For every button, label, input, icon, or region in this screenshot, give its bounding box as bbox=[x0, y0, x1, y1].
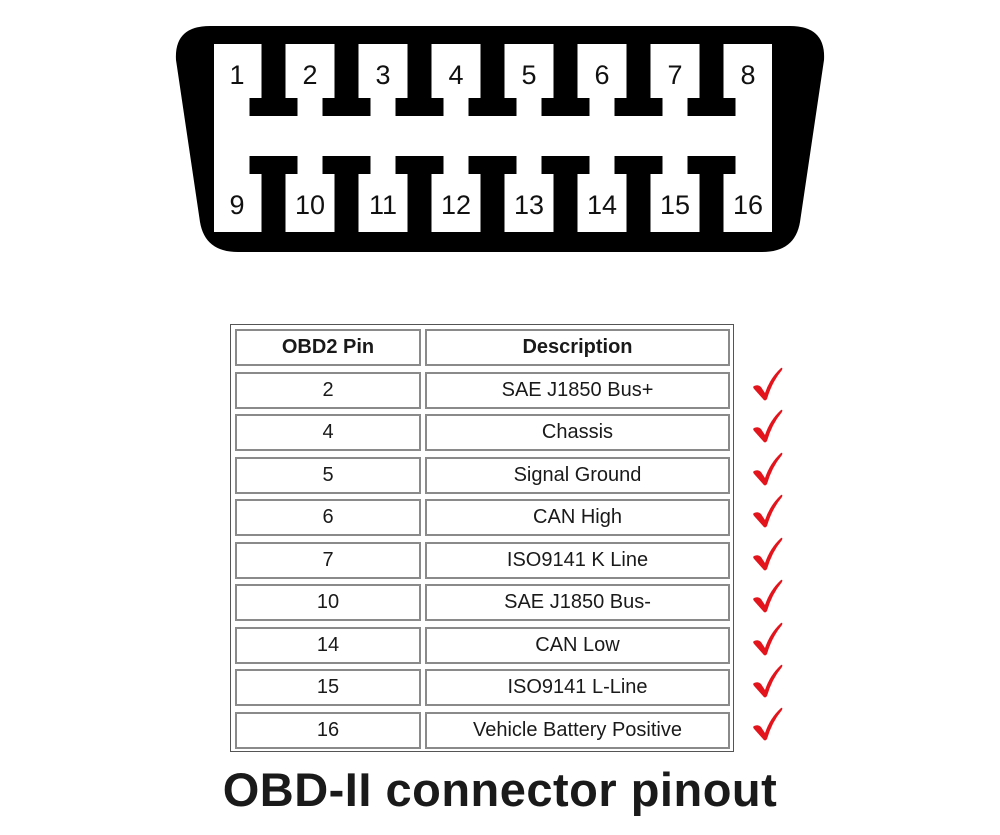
connector-divider-top bbox=[541, 44, 590, 116]
description-cell: Chassis bbox=[425, 414, 730, 451]
connector-pin-blocks bbox=[249, 44, 736, 232]
pin-label-3: 3 bbox=[375, 60, 391, 90]
description-cell: Signal Ground bbox=[425, 456, 730, 494]
pin-label-2: 2 bbox=[302, 60, 318, 90]
pin-label-5: 5 bbox=[521, 60, 537, 90]
pin-label-16: 16 bbox=[732, 190, 764, 220]
connector-divider-bottom bbox=[249, 156, 298, 232]
check-icon bbox=[753, 537, 783, 570]
pin-label-9: 9 bbox=[229, 190, 245, 220]
pin-label-15: 15 bbox=[659, 190, 691, 220]
connector-divider-top bbox=[249, 44, 298, 116]
pin-label-1: 1 bbox=[229, 60, 245, 90]
connector-divider-top bbox=[322, 44, 371, 116]
description-cell: CAN Low bbox=[425, 626, 730, 664]
description-cell: ISO9141 K Line bbox=[425, 541, 730, 579]
pin-cell: 7 bbox=[235, 541, 421, 579]
description-cell: SAE J1850 Bus+ bbox=[425, 371, 730, 409]
pin-cell: 15 bbox=[235, 669, 421, 706]
pin-cell: 4 bbox=[235, 414, 421, 451]
check-icon bbox=[753, 367, 783, 400]
check-icon bbox=[753, 579, 783, 613]
connector-divider-bottom bbox=[541, 156, 590, 232]
connector-divider-top bbox=[687, 44, 736, 116]
page-title: OBD-II connector pinout bbox=[222, 763, 778, 816]
connector-divider-top bbox=[614, 44, 663, 116]
pin-label-8: 8 bbox=[740, 60, 756, 90]
check-icon bbox=[753, 494, 783, 528]
pin-label-13: 13 bbox=[513, 190, 545, 220]
connector-divider-bottom bbox=[322, 156, 371, 232]
pin-label-4: 4 bbox=[448, 60, 464, 90]
pin-cell: 2 bbox=[235, 371, 421, 409]
description-cell: ISO9141 L-Line bbox=[425, 669, 730, 706]
check-icon bbox=[753, 664, 783, 698]
connector-divider-bottom bbox=[614, 156, 663, 232]
header-pin: OBD2 Pin bbox=[235, 329, 421, 366]
table-header-row: OBD2 Pin Description bbox=[231, 329, 733, 366]
pin-cell: 14 bbox=[235, 626, 421, 664]
connector-divider-bottom bbox=[687, 156, 736, 232]
pin-label-10: 10 bbox=[294, 190, 326, 220]
pin-cell: 5 bbox=[235, 456, 421, 494]
pin-cell: 6 bbox=[235, 499, 421, 536]
pin-label-12: 12 bbox=[440, 190, 472, 220]
check-icon bbox=[753, 452, 783, 485]
connector-divider-top bbox=[468, 44, 517, 116]
pin-cell: 16 bbox=[235, 711, 421, 749]
check-icon bbox=[753, 409, 783, 443]
pin-cell: 10 bbox=[235, 584, 421, 621]
obd2-connector-diagram bbox=[175, 26, 825, 252]
check-icon bbox=[753, 622, 783, 655]
pin-label-14: 14 bbox=[586, 190, 618, 220]
description-cell: Vehicle Battery Positive bbox=[425, 711, 730, 749]
pin-label-7: 7 bbox=[667, 60, 683, 90]
description-cell: SAE J1850 Bus- bbox=[425, 584, 730, 621]
pin-label-11: 11 bbox=[368, 190, 398, 220]
check-icon bbox=[753, 707, 783, 740]
connector-divider-bottom bbox=[468, 156, 517, 232]
connector-divider-top bbox=[395, 44, 444, 116]
pin-label-6: 6 bbox=[594, 60, 610, 90]
connector-divider-bottom bbox=[395, 156, 444, 232]
description-cell: CAN High bbox=[425, 499, 730, 536]
header-description: Description bbox=[425, 329, 730, 366]
